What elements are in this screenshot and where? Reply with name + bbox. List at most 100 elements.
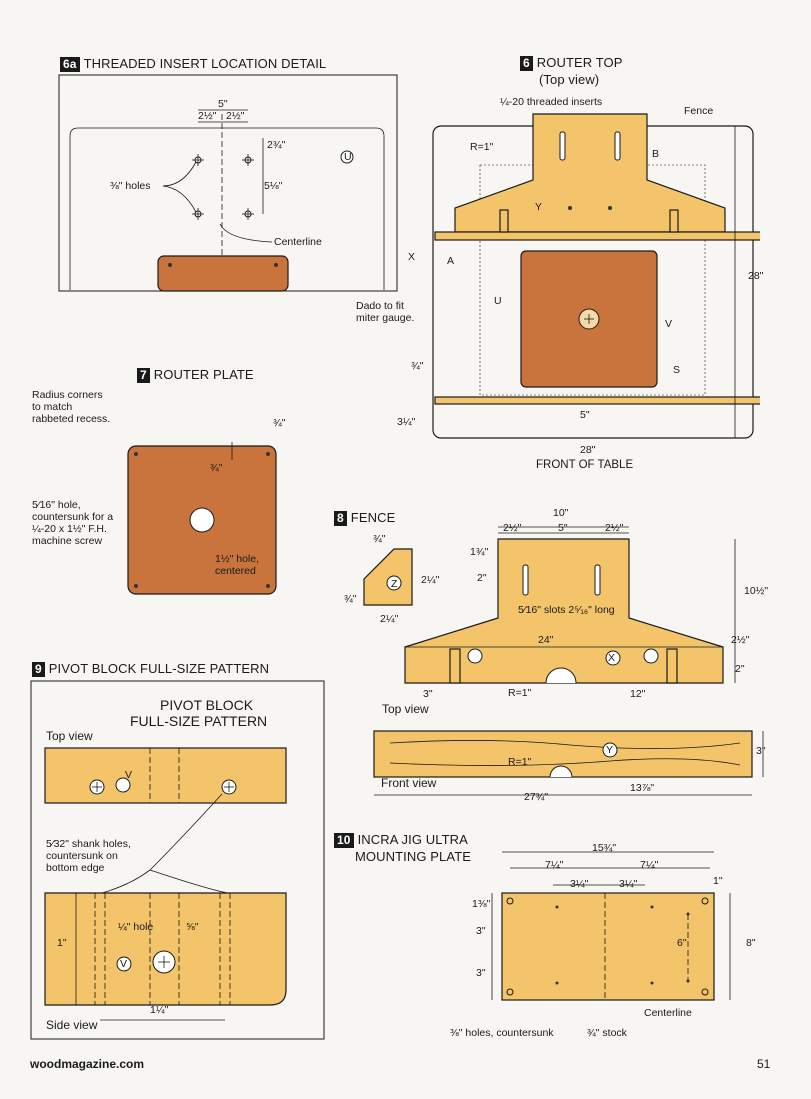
fig10-dim-7-1-4-left: 7¼": [545, 859, 564, 871]
fig8-wedge-dim-3-4-left: ¾": [344, 593, 357, 605]
fig6a-number: 6a: [60, 57, 80, 72]
fig9-dim-1-1-4: 1¼": [150, 1004, 169, 1016]
fig6-part-u: U: [494, 295, 502, 307]
fig6a-dim-2-3-4: 2¾": [267, 139, 286, 151]
fig7-title: ROUTER PLATE: [153, 367, 254, 382]
fig7-hole-1-1-2-label: 1½" hole, centered: [215, 553, 260, 577]
fig8-radius-label: R=1": [508, 687, 532, 699]
fig8-dim-1-3-4: 1¾": [470, 546, 489, 558]
fig8-dim-2-1-2-right: 2½": [605, 522, 624, 534]
fig6a-drawing: [58, 74, 398, 292]
fig8-front-view-label: Front view: [381, 776, 437, 790]
fig6a-holes-label: ⅜" holes: [110, 180, 151, 192]
fig10-holes-label: ⅜" holes, countersunk: [450, 1027, 554, 1039]
fig8-dim-10: 10": [553, 507, 569, 519]
fig6-part-x: X: [408, 251, 416, 263]
fig10-dim-6: 6": [677, 937, 687, 949]
fig8-front-radius-label: R=1": [508, 756, 532, 768]
fig8-dim-12: 12": [630, 688, 646, 700]
fig6a-dim-5: 5": [218, 98, 228, 110]
fig10-dim-8: 8": [746, 937, 756, 949]
fig6-inserts-label: ¼-20 threaded inserts: [500, 96, 603, 108]
fig9-dim-1: 1": [57, 937, 67, 949]
fig6-part-s: S: [673, 364, 681, 376]
fig10-dim-3-1-4-right: 3¼": [619, 878, 638, 890]
fig10-dim-1-3-8: 1⅜": [472, 898, 491, 910]
fig7-hole-5-16-label: 5⁄16" hole, countersunk for a ¼-20 x 1½"…: [32, 499, 114, 547]
fig9-inner-title-2: FULL-SIZE PATTERN: [130, 713, 268, 729]
fig6-part-y: Y: [535, 201, 543, 213]
fig6-title: ROUTER TOP: [536, 55, 623, 70]
fig6a-dim-5-1-8: 5⅛": [264, 180, 283, 192]
fig8-dim-2-1-2-left: 2½": [503, 522, 522, 534]
fig9-drawing: [30, 680, 325, 1040]
fig8-wedge-dim-3-4-top: ¾": [373, 533, 386, 545]
fig8-dim-2-right-side: 2": [735, 663, 745, 675]
fig6-drawing: [432, 113, 760, 439]
fig7-drawing: [127, 442, 277, 595]
fig6-subtitle: (Top view): [539, 72, 600, 87]
fig9-hole-1-4-label: ¼" hole: [118, 921, 154, 933]
fig8-top-drawing: [404, 526, 736, 684]
fig6-fence-label: Fence: [684, 105, 714, 117]
fig10-dim-15-3-4: 15¾": [592, 842, 617, 854]
fig9-part-v-side: V: [120, 958, 128, 970]
fig8-dim-5: 5": [558, 522, 568, 534]
fig6a-dim-2-1-2-right: 2½": [226, 110, 245, 122]
fig8-wedge-part-z: Z: [391, 578, 398, 590]
fig10-stock-label: ¾" stock: [587, 1027, 627, 1039]
fig6-part-v: V: [665, 318, 673, 330]
fig10-dim-7-1-4-right: 7¼": [640, 859, 659, 871]
fig9-side-view-label: Side view: [46, 1018, 98, 1032]
fig6-dim-28-horizontal: 28": [580, 444, 596, 456]
fig6-dim-3-1-4: 3¼": [397, 416, 416, 428]
fig6-dado-label: Dado to fit miter gauge.: [356, 300, 415, 324]
fig6-number: 6: [520, 56, 533, 71]
fig6a-dim-2-1-2-left: 2½": [198, 110, 217, 122]
footer-page-number: 51: [757, 1057, 771, 1071]
fig7-number: 7: [137, 368, 150, 383]
fig8-wedge-drawing: [363, 548, 413, 606]
fig8-front-drawing: [373, 730, 764, 796]
fig9-dim-5-8: ⅝": [186, 921, 199, 933]
fig6a-part-u: U: [344, 151, 352, 163]
fig10-drawing: [491, 851, 731, 1001]
fig8-number: 8: [334, 511, 347, 526]
fig7-dim-3-4-top: ¾": [273, 417, 286, 429]
fig9-part-v-top: V: [125, 769, 133, 781]
fig9-number: 9: [32, 662, 45, 677]
fig10-number: 10: [334, 833, 354, 848]
fig8-dim-13-7-8: 13⅞": [630, 782, 655, 794]
fig7-radius-label: Radius corners to match rabbeted recess.: [32, 389, 111, 425]
fig10-title-2: MOUNTING PLATE: [355, 849, 472, 864]
fig8-wedge-dim-2-1-4-v: 2¼": [421, 574, 440, 586]
fig9-title: PIVOT BLOCK FULL-SIZE PATTERN: [48, 661, 270, 676]
fig9-inner-title-1: PIVOT BLOCK: [160, 697, 254, 713]
fig8-dim-3-front: 3": [756, 745, 766, 757]
fig9-top-view-label: Top view: [46, 729, 93, 743]
fig6a-title: THREADED INSERT LOCATION DETAIL: [83, 56, 327, 71]
fig8-top-view-label: Top view: [382, 702, 429, 716]
fig6-front-label: FRONT OF TABLE: [536, 459, 634, 471]
fig6a-centerline-label: Centerline: [274, 236, 322, 248]
fig6-radius-label: R=1": [470, 141, 494, 153]
fig6-part-a: A: [447, 255, 455, 267]
fig6-dim-3-4: ¾": [411, 360, 424, 372]
fig10-dim-3-1-4-left: 3¼": [570, 878, 589, 890]
fig7-dim-3-4-side: ¾": [210, 462, 223, 474]
fig8-dim-24: 24": [538, 634, 554, 646]
fig10-dim-1: 1": [713, 875, 723, 887]
fig8-dim-10-1-2: 10½": [744, 585, 769, 597]
fig10-dim-3-bottom: 3": [476, 967, 486, 979]
fig10-title-1: INCRA JIG ULTRA: [357, 832, 468, 847]
fig8-title: FENCE: [350, 510, 396, 525]
fig8-dim-2-1-2-right-side: 2½": [731, 634, 750, 646]
footer-site[interactable]: woodmagazine.com: [30, 1057, 145, 1071]
fig8-wedge-dim-2-1-4-h: 2¼": [380, 613, 399, 625]
